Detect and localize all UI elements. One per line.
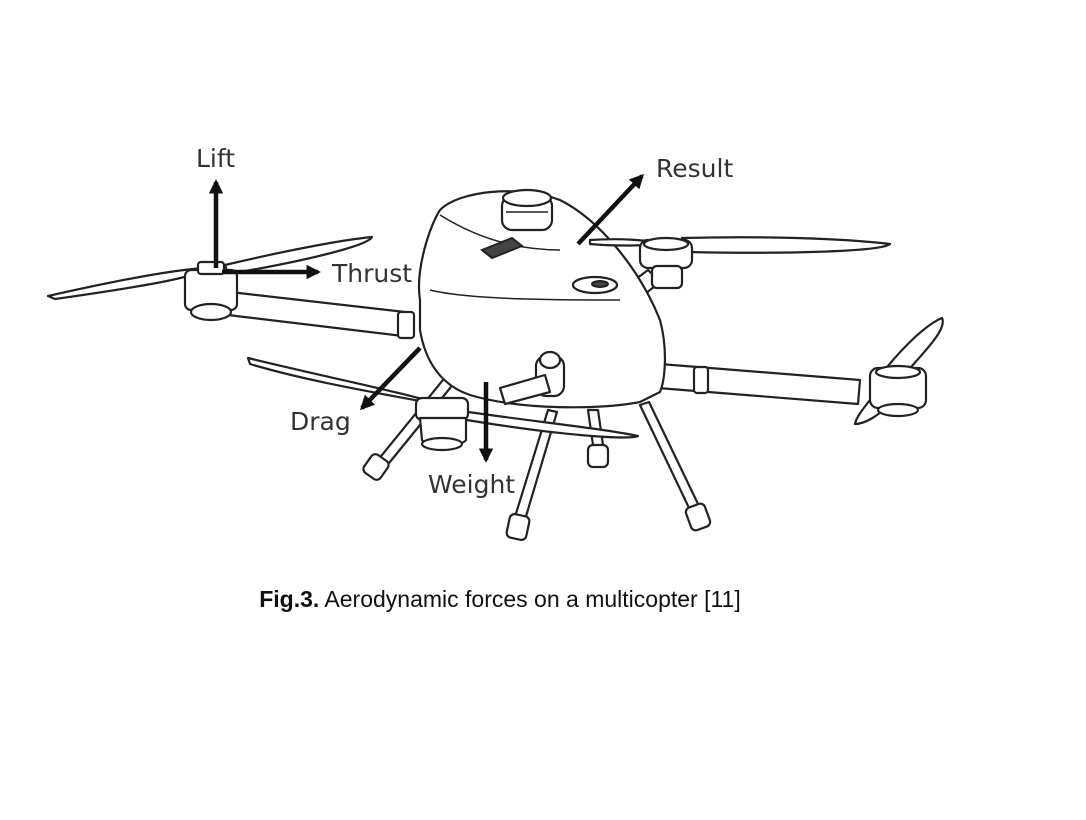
drag-arrow [359, 346, 422, 411]
result-label: Result [656, 154, 733, 183]
figure-number: Fig.3. [259, 586, 320, 612]
propeller-left [46, 235, 374, 322]
propeller-rear-right [588, 236, 892, 290]
multicopter-illustration [46, 188, 944, 541]
caption-text: Aerodynamic forces on a multicopter [11] [319, 586, 741, 612]
top-motor [500, 188, 554, 232]
propeller-right [853, 316, 944, 426]
arm-right [656, 362, 862, 406]
drag-label: Drag [290, 407, 351, 436]
weight-label: Weight [428, 470, 515, 499]
propeller-front-left [246, 356, 640, 452]
lift-label: Lift [196, 144, 235, 173]
force-arrows [208, 173, 644, 463]
thrust-label: Thrust [331, 259, 412, 288]
arm-left [226, 290, 416, 340]
result-arrow [576, 173, 644, 246]
figure-caption: Fig.3. Aerodynamic forces on a multicopt… [0, 586, 1000, 613]
